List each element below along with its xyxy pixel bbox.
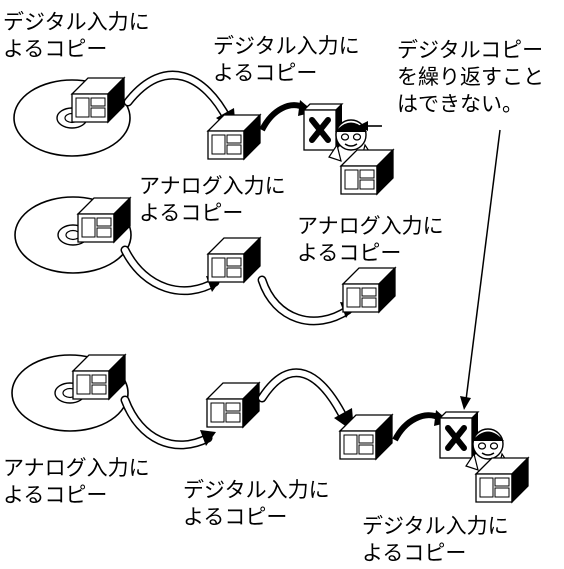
ribbon-arrow: [392, 412, 442, 442]
minidisc-icon: [207, 114, 261, 160]
row1-source-label: デジタル入力に よるコピー: [3, 10, 150, 61]
row3-digital1-label: デジタル入力に よるコピー: [183, 478, 330, 529]
minidisc-icon: [206, 382, 260, 428]
prohibited-x-icon: [304, 104, 342, 150]
minidisc-icon: [207, 237, 261, 283]
row2-copy2-label: アナログ入力に よるコピー: [297, 214, 444, 265]
minidisc-icon: [340, 149, 394, 195]
pointer-arrow: [465, 129, 501, 401]
minidisc-icon: [475, 457, 529, 503]
prohibited-x-icon: [440, 412, 478, 458]
minidisc-icon: [342, 267, 396, 313]
row3-analog-label: アナログ入力に よるコピー: [3, 456, 150, 507]
row1-copy-label: デジタル入力に よるコピー: [213, 34, 360, 85]
row2-copy1-label: アナログ入力に よるコピー: [139, 174, 286, 225]
no-repeat-copy-note: デジタルコピー を繰り返すこと はできない。: [397, 38, 544, 116]
ribbon-arrow: [259, 102, 307, 132]
row3-digital2-label: デジタル入力に よるコピー: [362, 514, 509, 565]
